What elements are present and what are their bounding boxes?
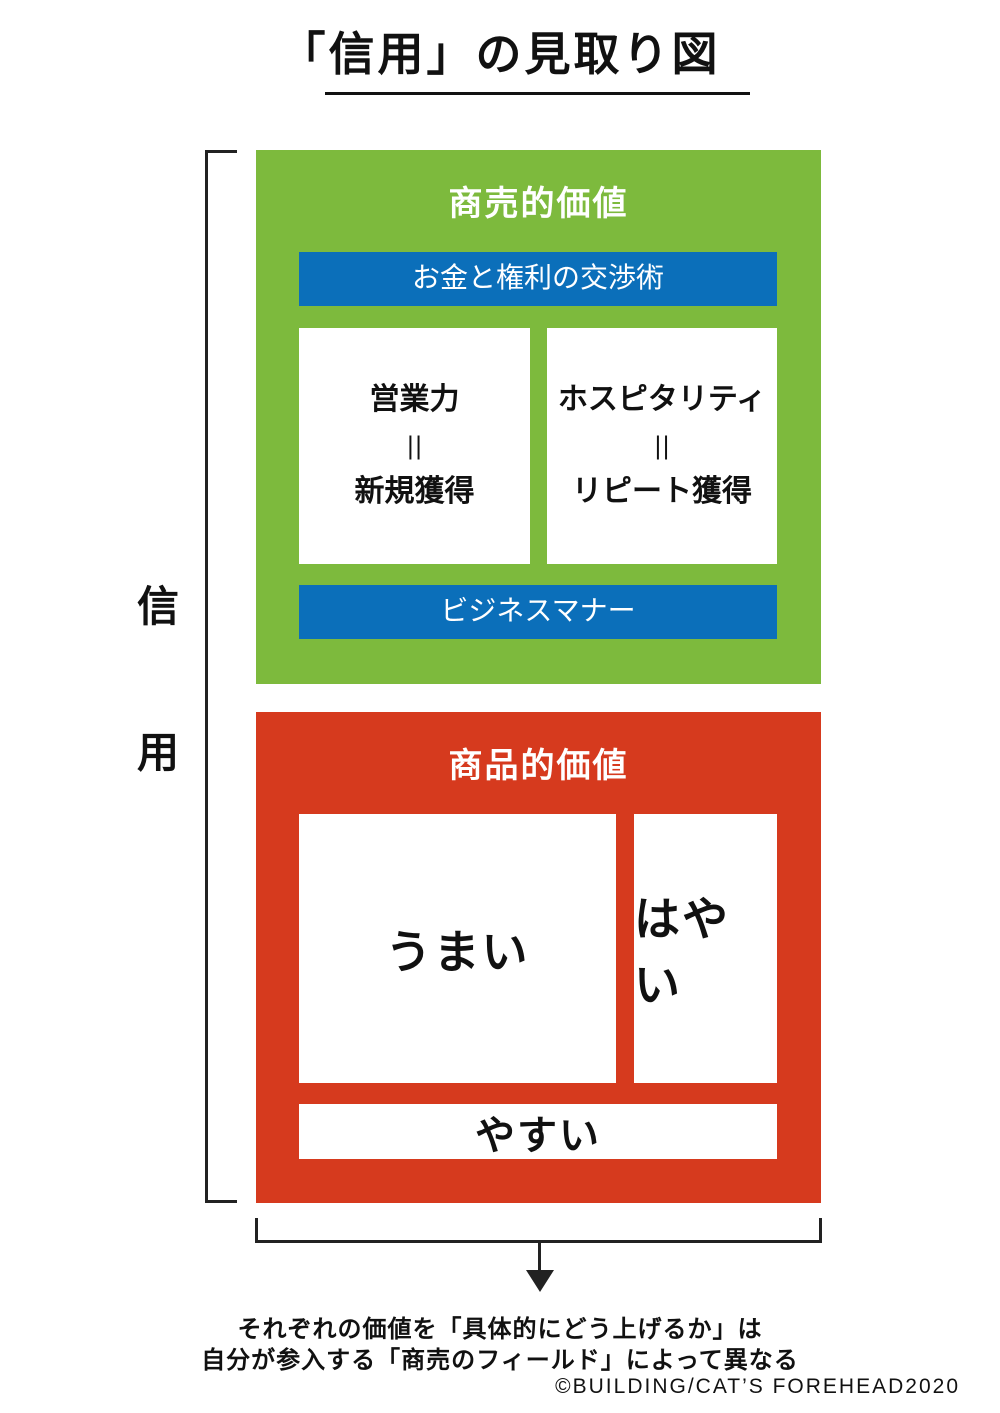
bottom-bracket-left (255, 1218, 258, 1243)
hospitality-label: ホスピタリティ (557, 382, 767, 417)
repeat-acquisition-label: リピート獲得 (572, 474, 752, 509)
side-label-char-2: 用 (136, 728, 179, 777)
diagram-title: 「信用」の見取り図 (279, 27, 721, 81)
fast-box: はやい (634, 814, 777, 1083)
cheap-label: やすい (475, 1112, 601, 1159)
tasty-box: うまい (299, 814, 616, 1083)
left-bracket-top (205, 150, 237, 153)
new-acquisition-label: 新規獲得 (354, 474, 475, 509)
tasty-label: うまい (385, 924, 530, 979)
copyright-notice: ©BUILDING/CAT’S FOREHEAD2020 (555, 1375, 960, 1398)
equals-sign: || (406, 432, 423, 460)
left-bracket-bottom (205, 1200, 237, 1203)
negotiation-bar: お金と権利の交渉術 (299, 252, 777, 306)
business-manners-bar: ビジネスマナー (299, 585, 777, 639)
caption-line-1: それぞれの価値を「具体的にどう上げるか」は (237, 1315, 763, 1343)
cheap-box: やすい (299, 1104, 777, 1159)
hospitality-box: ホスピタリティ || リピート獲得 (547, 328, 777, 564)
left-bracket-line (205, 150, 208, 1203)
commerce-value-heading: 商売的価値 (448, 184, 629, 224)
product-value-heading: 商品的価値 (448, 746, 629, 786)
sales-power-box: 営業力 || 新規獲得 (299, 328, 530, 564)
title-underline (325, 92, 750, 95)
commerce-value-panel: 商売的価値 お金と権利の交渉術 営業力 || 新規獲得 ホスピタリティ || リ… (256, 150, 821, 684)
product-value-panel: 商品的価値 うまい はやい やすい (256, 712, 821, 1203)
side-label-char-1: 信 (136, 582, 179, 631)
sales-power-label: 営業力 (369, 382, 460, 417)
caption-line-2: 自分が参入する「商売のフィールド」によって異なる (201, 1346, 799, 1374)
equals-sign: || (653, 432, 671, 460)
fast-label: はやい (634, 891, 730, 1012)
down-arrow-icon (526, 1270, 554, 1292)
bottom-bracket-right (819, 1218, 822, 1243)
down-arrow-stem (538, 1243, 541, 1273)
bottom-bracket-line (255, 1240, 822, 1243)
